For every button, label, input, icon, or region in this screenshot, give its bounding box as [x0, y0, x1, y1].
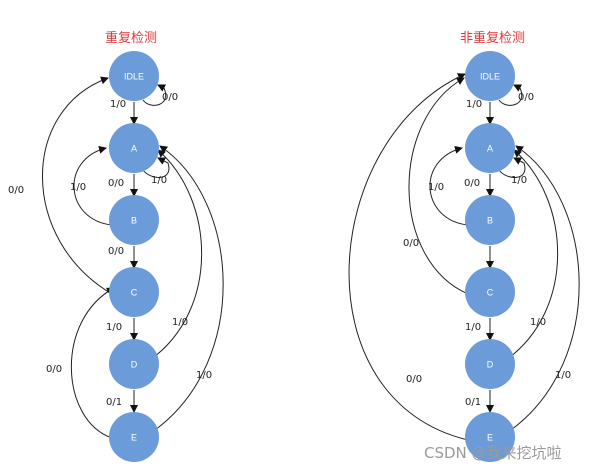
right-label-d-a: 1/0	[530, 317, 546, 328]
right-label-e-a: 1/0	[555, 370, 571, 381]
right-label-c-idle: 0/0	[403, 238, 419, 249]
left-node-idle: IDLE	[109, 51, 159, 101]
left-edge-a-self-loop	[142, 157, 170, 178]
left-label-d-c: 0/0	[46, 364, 62, 375]
left-edge-e-to-c	[70, 287, 115, 439]
left-node-e-label: E	[131, 432, 137, 442]
left-label-b-a: 1/0	[70, 182, 86, 193]
right-label-c-d: 1/0	[465, 322, 481, 333]
left-edge-c-to-idle	[42, 76, 113, 295]
left-node-b: B	[109, 195, 159, 245]
left-node-b-label: B	[131, 215, 137, 225]
left-edge-d-to-a	[149, 149, 203, 361]
right-label-d-e: 0/1	[465, 397, 481, 408]
left-node-c: C	[109, 267, 159, 317]
right-node-a-label: A	[487, 143, 493, 153]
right-label-idle-a: 1/0	[466, 99, 482, 110]
right-edge-b-to-a	[429, 145, 469, 226]
right-diagram-title: 非重复检测	[460, 30, 525, 46]
right-node-e: E	[465, 412, 515, 462]
left-node-a: A	[109, 123, 159, 173]
left-label-c-d: 1/0	[106, 322, 122, 333]
left-diagram: 重复检测 IDLE A B	[8, 30, 224, 462]
right-node-d: D	[465, 339, 515, 389]
right-node-c-label: C	[487, 287, 494, 297]
left-edge-idle-self-loop	[142, 84, 167, 106]
left-label-d-a: 1/0	[172, 317, 188, 328]
left-edge-e-to-a	[154, 145, 224, 431]
left-node-a-label: A	[131, 143, 137, 153]
left-label-b-c: 0/0	[108, 246, 124, 257]
left-node-e: E	[109, 412, 159, 462]
right-label-b-a: 1/0	[428, 182, 444, 193]
right-label-a-b: 0/0	[464, 178, 480, 189]
left-label-idle-a: 1/0	[110, 99, 126, 110]
right-edge-c-to-idle	[408, 77, 469, 295]
right-node-a: A	[465, 123, 515, 173]
right-node-idle-label: IDLE	[480, 71, 500, 81]
left-label-a-b: 0/0	[108, 178, 124, 189]
right-edge-d-to-a	[505, 149, 559, 361]
left-node-c-label: C	[131, 287, 138, 297]
left-label-a-self: 1/0	[151, 175, 167, 186]
left-edge-b-to-a	[73, 145, 113, 226]
right-node-c: C	[465, 267, 515, 317]
csdn-watermark: CSDN @我来挖坑啦	[424, 444, 562, 462]
right-node-idle: IDLE	[465, 51, 515, 101]
right-edge-e-to-a	[510, 145, 580, 431]
right-edge-e-to-idle	[348, 73, 469, 441]
right-edge-a-self-loop	[498, 157, 526, 178]
left-label-idle-self: 0/0	[162, 92, 178, 103]
right-node-d-label: D	[487, 359, 494, 369]
right-node-e-label: E	[487, 432, 493, 442]
right-label-a-self: 1/0	[511, 175, 527, 186]
left-diagram-title: 重复检测	[105, 30, 157, 46]
left-label-c-idle: 0/0	[8, 185, 24, 196]
left-node-d: D	[109, 339, 159, 389]
left-label-e-a: 1/0	[196, 370, 212, 381]
left-label-d-e: 0/1	[106, 397, 122, 408]
right-edge-idle-self-loop	[498, 84, 523, 106]
right-label-e-idle: 0/0	[406, 374, 422, 385]
right-node-b-label: B	[487, 215, 493, 225]
left-node-d-label: D	[131, 359, 138, 369]
left-node-idle-label: IDLE	[124, 71, 144, 81]
right-node-b: B	[465, 195, 515, 245]
right-diagram: 非重复检测 IDLE A B C D	[348, 30, 580, 462]
right-label-idle-self: 0/0	[518, 92, 534, 103]
